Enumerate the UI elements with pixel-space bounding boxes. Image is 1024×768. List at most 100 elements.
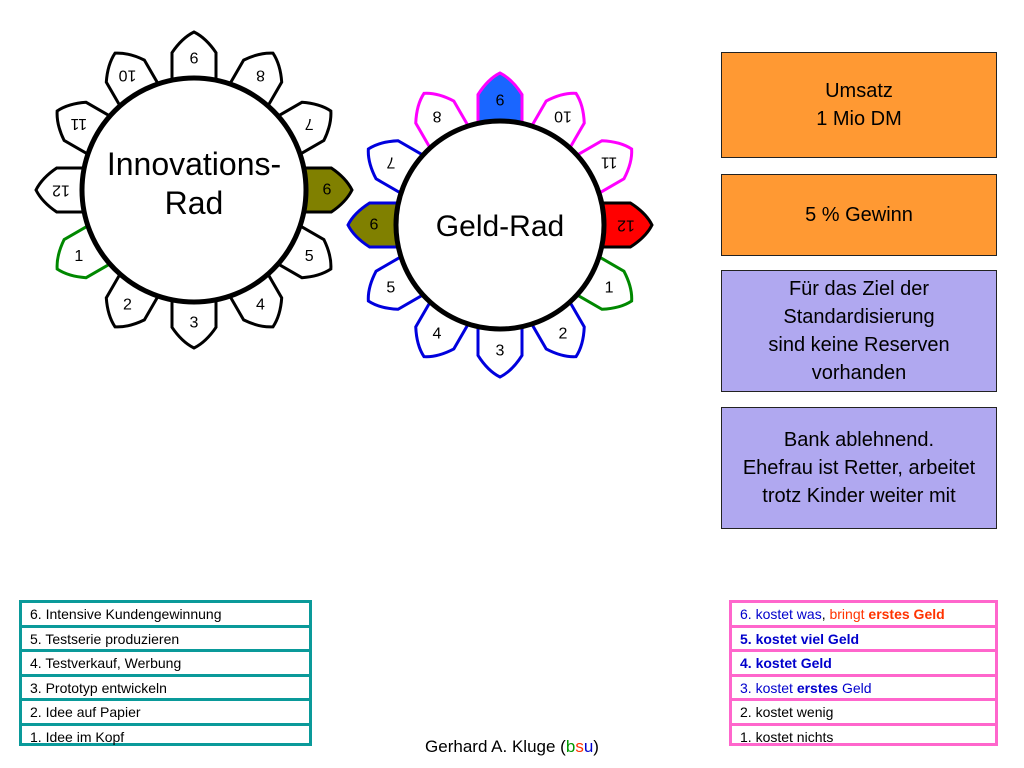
wheel-petal: 6 (346, 201, 404, 249)
legend-row: 3. Prototyp entwickeln (22, 677, 309, 701)
wheel-petal-label: 2 (559, 326, 568, 343)
standardization-line: Für das Ziel der (788, 278, 930, 300)
legend-row-3-part: erstes (796, 679, 839, 696)
wheel-petal-shape (272, 100, 333, 159)
revenue-box: Umsatz 1 Mio DM (721, 52, 997, 158)
legend-row-4: 4. kostet Geld (732, 652, 995, 677)
wheel-petal-label: 11 (601, 154, 618, 171)
wheel-petal-shape (225, 51, 284, 112)
legend-row-6-part: erstes Geld (868, 606, 945, 622)
wheel-petal-shape (225, 268, 284, 329)
footer-part: ) (593, 737, 599, 756)
legend-row-6-part: bringt (829, 606, 869, 622)
footer-part: b (565, 737, 576, 756)
profit-text: 5 % Gewinn (805, 204, 913, 226)
legend-row-3: 3. kostet erstes Geld (732, 677, 995, 701)
legend-row-1: 1. kostet nichts (740, 728, 834, 745)
wheel-petal-shape (34, 166, 90, 214)
legend-row: 2. Idee auf Papier (22, 701, 309, 726)
wheel-petal: 12 (596, 201, 654, 249)
wheel-petal-label: 3 (190, 315, 199, 332)
bank-line: trotz Kinder weiter mit (762, 485, 956, 507)
wheel-petal-label: 4 (256, 297, 265, 314)
wheel-petal-label: 7 (305, 115, 314, 132)
legend-row-6-part: 6. kostet was (740, 606, 822, 622)
standardization-box: Für das Ziel der Standardisierung sind k… (721, 270, 997, 392)
wheel-petal-label: 5 (305, 248, 314, 265)
wheel-petal-label: 4 (433, 326, 442, 343)
wheel-petal: 4 (225, 268, 284, 329)
wheel-petal-label: 10 (554, 107, 572, 124)
wheel-petal: 11 (55, 100, 116, 159)
footer-part: Gerhard A. Kluge ( (425, 737, 566, 756)
bank-line: Ehefrau ist Retter, arbeitet (742, 457, 976, 479)
money-wheel-label: Geld-Rad (436, 210, 564, 243)
legend-row: 5. Testserie produzieren (22, 628, 309, 652)
wheel-petal-label: 12 (617, 217, 635, 234)
wheel-petal-label: 6 (370, 217, 379, 234)
wheel-petal-label: 1 (605, 280, 614, 297)
wheel-petal: 6 (298, 166, 354, 214)
wheel-petal-shape (170, 294, 218, 350)
standardization-line: sind keine Reserven (768, 334, 950, 356)
wheel-petal-shape (476, 71, 524, 129)
wheel-petal-shape (476, 321, 524, 379)
wheel-petal-shape (346, 201, 404, 249)
standardization-line: vorhanden (811, 362, 907, 384)
innovation-wheel-label-line1: Innovations- (107, 146, 281, 182)
legend-row-3-part: 3. kostet (740, 679, 797, 696)
wheel-petal-shape (55, 221, 116, 280)
wheel-petal: 3 (170, 294, 218, 350)
wheel-petal-shape (170, 30, 218, 86)
revenue-label: Umsatz (825, 80, 893, 102)
wheel-petal: 2 (104, 268, 163, 329)
legend-row: 1. Idee im Kopf (30, 728, 125, 745)
wheel-petal-label: 8 (432, 107, 441, 124)
innovation-wheel-circle (79, 75, 309, 305)
profit-box: 5 % Gewinn (721, 174, 997, 256)
legend-row-6: 6. kostet was, bringt erstes Geld (732, 603, 995, 628)
wheel-petal: 9 (170, 30, 218, 86)
wheel-petal-shape (596, 201, 654, 249)
wheel-petal: 9 (476, 71, 524, 129)
wheel-petal: 8 (225, 51, 284, 112)
revenue-value: 1 Mio DM (816, 108, 902, 130)
wheel-petal-label: 7 (386, 154, 395, 171)
legend-row-5: 5. kostet viel Geld (732, 628, 995, 652)
wheel-petal: 12 (34, 166, 90, 214)
wheel-petal-label: 9 (495, 91, 504, 108)
wheel-petal: 10 (104, 51, 163, 112)
cost-steps-legend: 6. kostet was, bringt erstes Geld 5. kos… (729, 600, 998, 746)
bank-box: Bank ablehnend. Ehefrau ist Retter, arbe… (721, 407, 997, 529)
wheel-petal-label: 9 (189, 49, 198, 66)
wheel-petal-label: 1 (74, 248, 83, 265)
wheel-petal-label: 3 (496, 343, 505, 360)
legend-row: 4. Testverkauf, Werbung (22, 652, 309, 677)
wheel-petal: 3 (476, 321, 524, 379)
footer-credit: Gerhard A. Kluge (bsu) (0, 737, 1024, 757)
innovation-steps-legend: 6. Intensive Kundengewinnung 5. Testseri… (19, 600, 312, 746)
legend-row-2: 2. kostet wenig (732, 701, 995, 726)
wheel-petal-label: 12 (52, 182, 70, 199)
wheel-petal-shape (55, 100, 116, 159)
bank-line: Bank ablehnend. (783, 429, 935, 451)
wheel-petal-label: 2 (123, 297, 132, 314)
wheel-petal-label: 5 (386, 280, 395, 297)
standardization-line: Standardisierung (783, 306, 935, 328)
wheel-petal-shape (298, 166, 354, 214)
wheel-petal: 1 (55, 221, 116, 280)
wheel-petal-shape (104, 51, 163, 112)
wheel-petal: 5 (272, 221, 333, 280)
wheel-petal-shape (104, 268, 163, 329)
wheel-petal-shape (272, 221, 333, 280)
wheel-petal-label: 10 (119, 66, 137, 83)
footer-part: u (583, 737, 594, 756)
wheel-petal-label: 6 (323, 182, 332, 199)
money-wheel-circle (393, 118, 607, 332)
footer-part: s (575, 737, 584, 756)
legend-row: 6. Intensive Kundengewinnung (22, 603, 309, 628)
wheel-petal-label: 11 (70, 115, 87, 132)
innovation-wheel-label-line2: Rad (165, 185, 224, 221)
